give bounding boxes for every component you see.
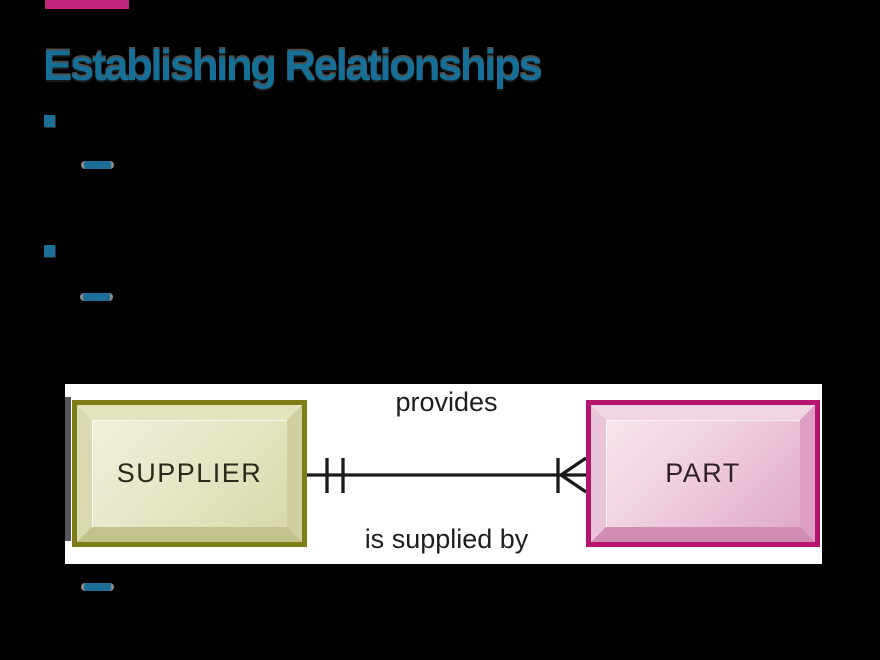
bullet-dash-icon: [80, 293, 113, 301]
part-bevel: [591, 405, 815, 542]
entity-supplier-box: SUPPLIER: [72, 400, 307, 547]
relationship-label-bottom: is supplied by: [364, 524, 529, 554]
bullet-square-icon: [44, 115, 55, 127]
bullet-dash-icon: [81, 161, 114, 169]
supplier-bevel: [77, 405, 302, 542]
relationship-label-top: provides: [395, 387, 498, 417]
crow-foot-icon: [558, 456, 587, 494]
accent-bar: [45, 0, 129, 9]
part-face: [606, 420, 800, 527]
entity-supplier-label: SUPPLIER: [116, 458, 263, 488]
panel-left-shadow: [65, 397, 71, 541]
bullet-dash-icon: [81, 583, 114, 591]
bullet-square-icon: [44, 245, 55, 257]
relationship-connector: [307, 456, 587, 494]
entity-part-box: PART: [586, 400, 820, 547]
er-diagram-panel: SUPPLIER provides is supplied by PART: [65, 384, 822, 564]
entity-part-label: PART: [665, 458, 741, 488]
supplier-face: [92, 420, 287, 527]
slide-title: Establishing Relationships: [43, 42, 543, 90]
